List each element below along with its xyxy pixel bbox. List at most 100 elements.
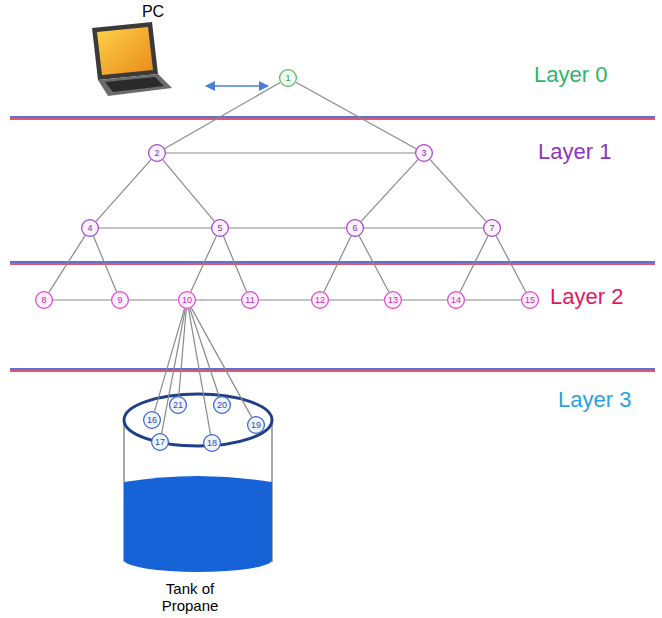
network-link — [166, 152, 415, 153]
node-circle — [204, 435, 221, 452]
network-node: 6 — [346, 219, 364, 237]
tank-top — [124, 394, 272, 446]
network-link — [402, 299, 447, 300]
node-circle — [347, 220, 364, 237]
node-number: 14 — [451, 295, 461, 305]
network-link — [163, 160, 214, 221]
node-number: 11 — [245, 295, 254, 305]
node-circle — [385, 292, 402, 309]
network-node: 2 — [148, 144, 166, 162]
node-circle — [312, 292, 329, 309]
layer-label: Layer 1 — [538, 139, 648, 165]
network-link — [96, 160, 151, 222]
device-label: PC — [136, 2, 170, 21]
node-number: 21 — [173, 400, 183, 410]
node-circle — [448, 292, 465, 309]
network-link — [460, 236, 488, 292]
layer-separator — [10, 118, 655, 120]
node-circle — [416, 145, 433, 162]
propane-liquid — [124, 476, 272, 572]
layer-label: Layer 0 — [534, 62, 644, 88]
network-link — [496, 236, 526, 292]
link-arrow — [206, 85, 268, 87]
node-number: 1 — [285, 73, 290, 83]
network-link — [196, 299, 241, 300]
network-link — [189, 309, 211, 434]
layer-separator — [10, 263, 655, 265]
node-number: 4 — [87, 223, 92, 233]
node-number: 17 — [155, 437, 165, 447]
network-link — [179, 309, 186, 396]
network-link — [430, 160, 486, 222]
laptop-screen-frame — [92, 22, 158, 80]
layer-separator — [10, 116, 655, 118]
network-link — [99, 227, 211, 228]
node-number: 7 — [489, 223, 494, 233]
network-link — [229, 227, 346, 228]
node-number: 8 — [41, 295, 46, 305]
network-link — [329, 299, 384, 300]
network-link — [465, 299, 521, 300]
network-link — [296, 82, 416, 148]
node-circle — [152, 434, 169, 451]
tank-label: Tank of Propane — [148, 580, 232, 614]
network-node: 11 — [241, 291, 259, 309]
node-circle — [212, 220, 229, 237]
node-number: 10 — [182, 295, 192, 305]
network-link — [162, 309, 186, 433]
network-node: 13 — [384, 291, 402, 309]
network-node: 20 — [213, 396, 231, 414]
network-node: 14 — [447, 291, 465, 309]
node-circle — [179, 292, 196, 309]
network-node: 19 — [247, 416, 265, 434]
network-node: 4 — [81, 219, 99, 237]
network-link — [155, 309, 185, 412]
node-circle — [112, 292, 129, 309]
node-circle — [170, 397, 187, 414]
network-node: 12 — [311, 291, 329, 309]
node-circle — [522, 292, 539, 309]
network-link — [359, 236, 389, 292]
layer-separator — [10, 370, 655, 372]
network-node: 17 — [151, 433, 169, 451]
node-number: 9 — [117, 295, 122, 305]
network-link — [49, 236, 85, 293]
network-link — [361, 160, 418, 222]
node-circle — [484, 220, 501, 237]
node-number: 3 — [421, 148, 426, 158]
network-link — [259, 299, 311, 300]
node-circle — [214, 397, 231, 414]
network-link — [93, 236, 116, 291]
node-circle — [242, 292, 259, 309]
node-number: 13 — [388, 295, 398, 305]
network-node: 7 — [483, 219, 501, 237]
node-number: 5 — [217, 223, 222, 233]
node-circle — [248, 417, 265, 434]
node-circle — [149, 145, 166, 162]
layer-separator — [10, 368, 655, 370]
node-circle — [82, 220, 99, 237]
network-node: 1 — [279, 69, 297, 87]
layer-separator — [10, 261, 655, 263]
node-number: 16 — [147, 415, 157, 425]
laptop-keyboard — [105, 77, 164, 92]
network-link — [165, 82, 280, 148]
network-link — [190, 309, 219, 397]
network-link — [191, 236, 217, 292]
network-node: 21 — [169, 396, 187, 414]
network-node: 5 — [211, 219, 229, 237]
node-circle — [36, 292, 53, 309]
layer-label: Layer 2 — [550, 284, 655, 310]
network-link — [129, 299, 178, 300]
network-node: 9 — [111, 291, 129, 309]
layer-label: Layer 3 — [558, 387, 658, 413]
network-node: 15 — [521, 291, 539, 309]
network-link — [191, 308, 251, 417]
laptop-base — [98, 74, 172, 96]
network-node: 10 — [178, 291, 196, 309]
node-number: 19 — [251, 420, 261, 430]
network-link — [223, 236, 246, 291]
laptop-display — [97, 27, 153, 75]
